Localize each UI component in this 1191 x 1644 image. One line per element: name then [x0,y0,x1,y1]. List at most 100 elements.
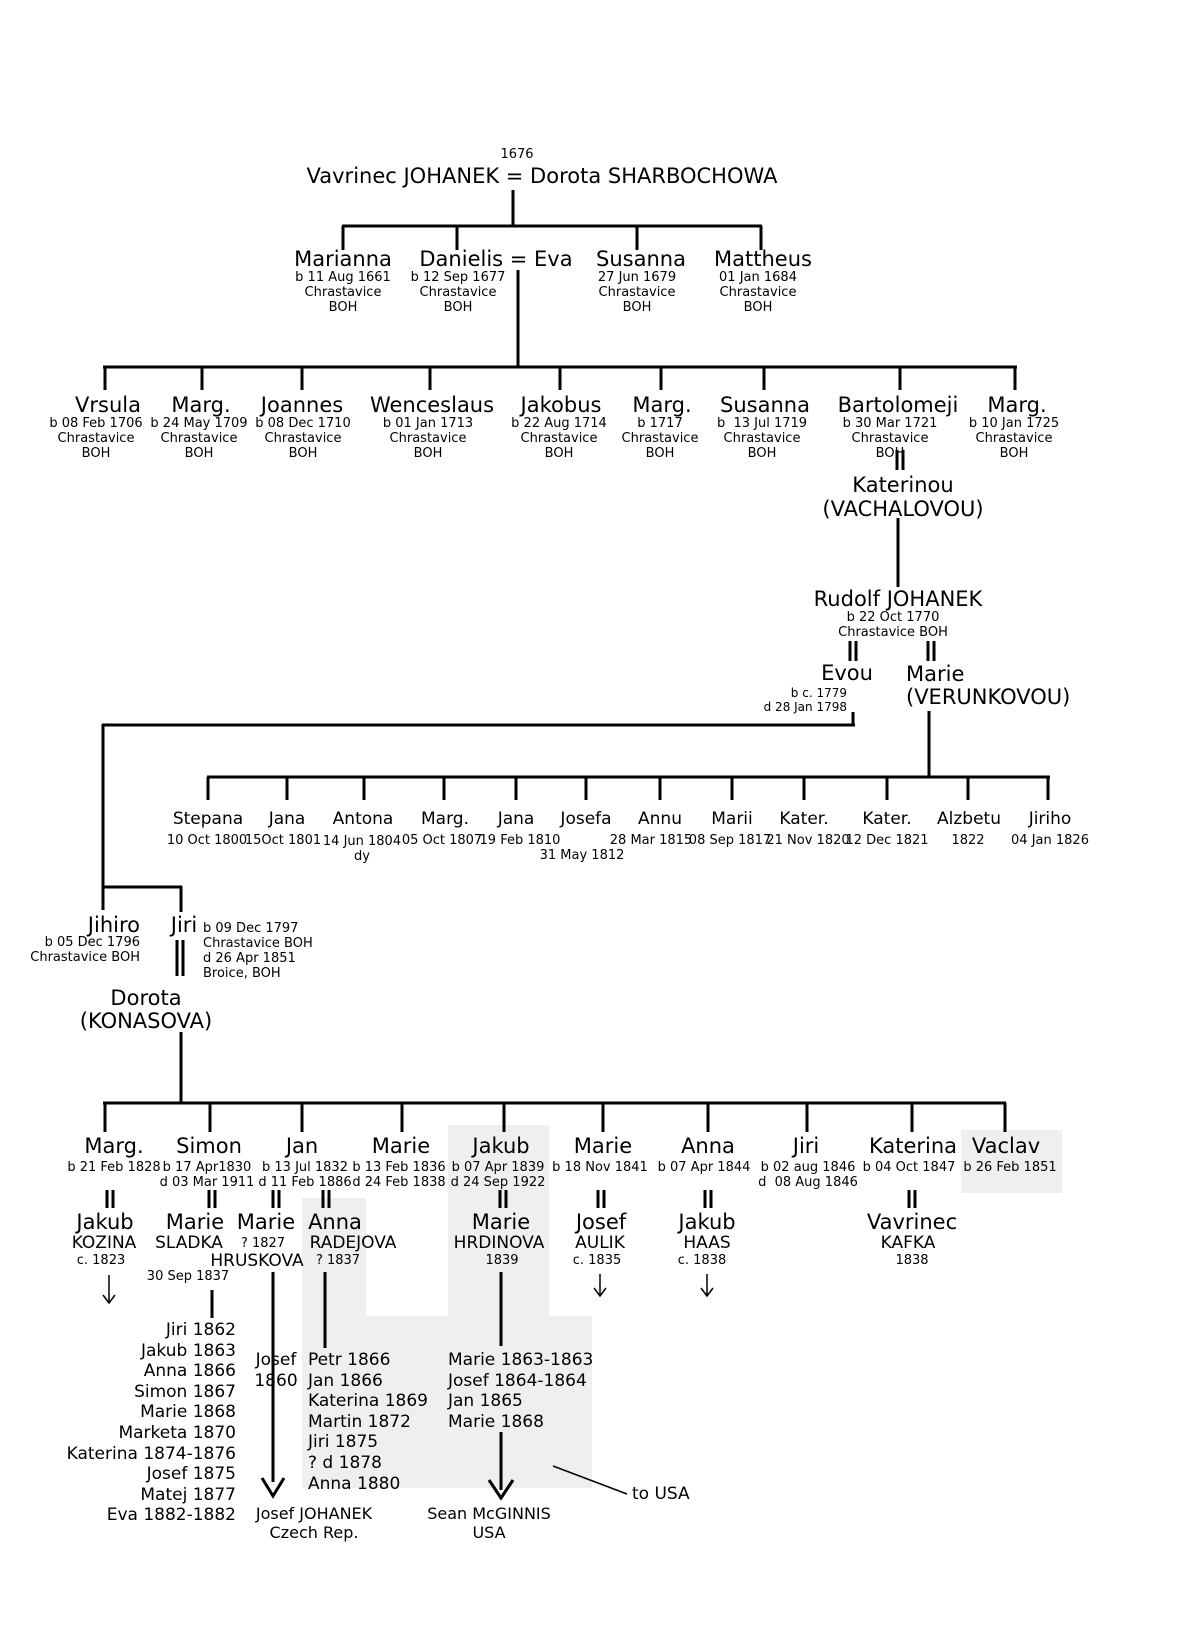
spouse-info: c. 1823 [76,1253,126,1268]
person-name: Danielis = Eva [419,247,573,271]
person-name: Marii [711,809,753,829]
person-date: 08 Sep 1817 [688,833,772,848]
person-info: b 30 Mar 1721 Chrastavice BOH [842,416,938,462]
spouse-info: 1839 [485,1253,519,1268]
person-name: Bartolomeji [837,393,959,417]
descendant-josef-johanek: Josef JOHANEK Czech Rep. [255,1504,373,1542]
person-name: Susanna [720,393,810,417]
person-info: b 12 Sep 1677 Chrastavice BOH [410,270,506,316]
list-item: Katerina 1874-1876 [66,1443,236,1464]
list-item: Jan 1865 [448,1391,523,1412]
person-info: b 01 Jan 1713 Chrastavice BOH [382,416,474,462]
person-name: Jakobus [520,393,602,417]
person-name: Marg. [171,393,231,417]
person-date: 14 Jun 1804 dy [322,834,402,865]
highlight-anna-column [302,1198,366,1318]
person-name: Marie [371,1134,431,1158]
person-name: Marg. [987,393,1047,417]
spouse-surname: KAFKA [880,1233,936,1253]
to-usa-pointer [552,1465,628,1495]
list-item: Simon 1867 [134,1381,236,1402]
person-info: b 13 Jul 1832 d 11 Feb 1886 [258,1160,352,1191]
person-info: b 08 Dec 1710 Chrastavice BOH [255,416,351,462]
list-item: Petr 1866 [308,1350,391,1370]
spouse-name: Marie [165,1210,225,1234]
spouse-name: Marie (VERUNKOVOU) [906,662,1071,710]
person-info: b 1717 Chrastavice BOH [621,416,699,462]
person-name: Alzbetu [937,809,1001,829]
person-info: b 11 Aug 1661 Chrastavice BOH [295,270,391,316]
person-info: 01 Jan 1684 Chrastavice BOH [719,270,797,316]
arrow-head [102,1294,116,1305]
children-list-jan2: Petr 1866 Jan 1866 Katerina 1869 Martin … [308,1350,428,1494]
person-name: Jana [268,809,306,829]
person-info: b 07 Apr 1844 [657,1160,751,1175]
person-info: 27 Jun 1679 Chrastavice BOH [597,270,677,316]
spouse-info: ? 1827 [240,1236,286,1251]
person-date: 10 Oct 1800 [166,833,248,848]
spouse-info: c. 1835 [572,1253,622,1268]
spouse-name: Anna [308,1210,362,1234]
person-info: b 24 May 1709 Chrastavice BOH [150,416,248,462]
person-name: Simon [176,1134,242,1158]
to-usa-label: to USA [632,1484,690,1504]
person-name: Antona [332,809,394,829]
person-info: b 02 aug 1846 d 08 Aug 1846 [758,1160,858,1191]
spouse-info: b c. 1779 d 28 Jan 1798 [763,686,847,714]
person-name: Katerina [868,1134,958,1158]
person-name: Jiriho [1028,809,1072,829]
person-info: b 08 Feb 1706 Chrastavice BOH [49,416,143,462]
spouse-info: 1838 [895,1253,929,1268]
person-name: Marg. [84,1134,144,1158]
list-item: ? d 1878 [308,1452,382,1473]
person-date: 05 Oct 1807 [401,833,483,848]
spouse-name: Dorota (KONASOVA) [79,986,213,1034]
list-item: Eva 1882-1882 [106,1505,236,1526]
person-name: Jiri [792,1134,820,1158]
spouse-name: Jakub [76,1210,134,1234]
founding-couple: Vavrinec JOHANEK = Dorota SHARBOCHOWA [306,164,778,188]
highlight-descendants-block [302,1316,592,1488]
list-item: Katerina 1869 [308,1391,428,1412]
person-info: b 05 Dec 1796 Chrastavice BOH [30,935,140,966]
arrow-head [260,1477,286,1499]
person-name: Jiri [170,913,198,937]
person-info: b 07 Apr 1839 d 24 Sep 1922 [450,1160,546,1191]
list-item: Jan 1866 [308,1370,383,1391]
list-item: Josef 1864-1864 [448,1370,587,1391]
person-name: Marianna [294,247,392,271]
person-info: b 09 Dec 1797 Chrastavice BOH d 26 Apr 1… [203,921,313,982]
person-name: Susanna [596,247,686,271]
person-info: b 04 Oct 1847 [862,1160,956,1175]
children-list-jakub: Marie 1863-1863 Josef 1864-1864 Jan 1865… [448,1350,593,1432]
arrow-head [487,1479,515,1501]
highlight-jakub-column [448,1125,549,1318]
person-name: Joannes [260,393,344,417]
person-name: Stepana [172,809,244,829]
spouse-name: Evou [821,661,873,685]
arrow-head [593,1287,607,1298]
person-date: 1822 [951,833,985,848]
person-name: Kater. [862,809,912,829]
person-info: b 21 Feb 1828 [67,1160,161,1175]
list-item: Marie 1868 [140,1402,236,1423]
person-name: Marg. [632,393,692,417]
spouse-surname: HRUSKOVA [210,1251,304,1271]
person-date: 19 Feb 1810 [479,833,561,848]
person-name: Jana [497,809,535,829]
person-name: Vaclav [971,1134,1041,1158]
highlight-vaclav [961,1130,1062,1193]
list-item: Anna 1866 [143,1361,236,1382]
person-name: Anna [681,1134,735,1158]
list-item: Marie 1863-1863 [448,1350,594,1370]
spouse-name: Marie [471,1210,531,1234]
person-date: 15Oct 1801 [244,833,322,848]
person-name: Josefa [560,809,612,829]
spouse-surname: KOZINA [71,1233,137,1253]
descendant-sean-mcginnis: Sean McGINNIS USA [427,1504,551,1542]
spouse-name: Marie [236,1210,296,1234]
person-date: 28 Mar 1815 [609,833,693,848]
person-name: Marie [573,1134,633,1158]
list-item: Anna 1880 [308,1473,401,1494]
spouse-surname: SLADKA [155,1233,223,1253]
